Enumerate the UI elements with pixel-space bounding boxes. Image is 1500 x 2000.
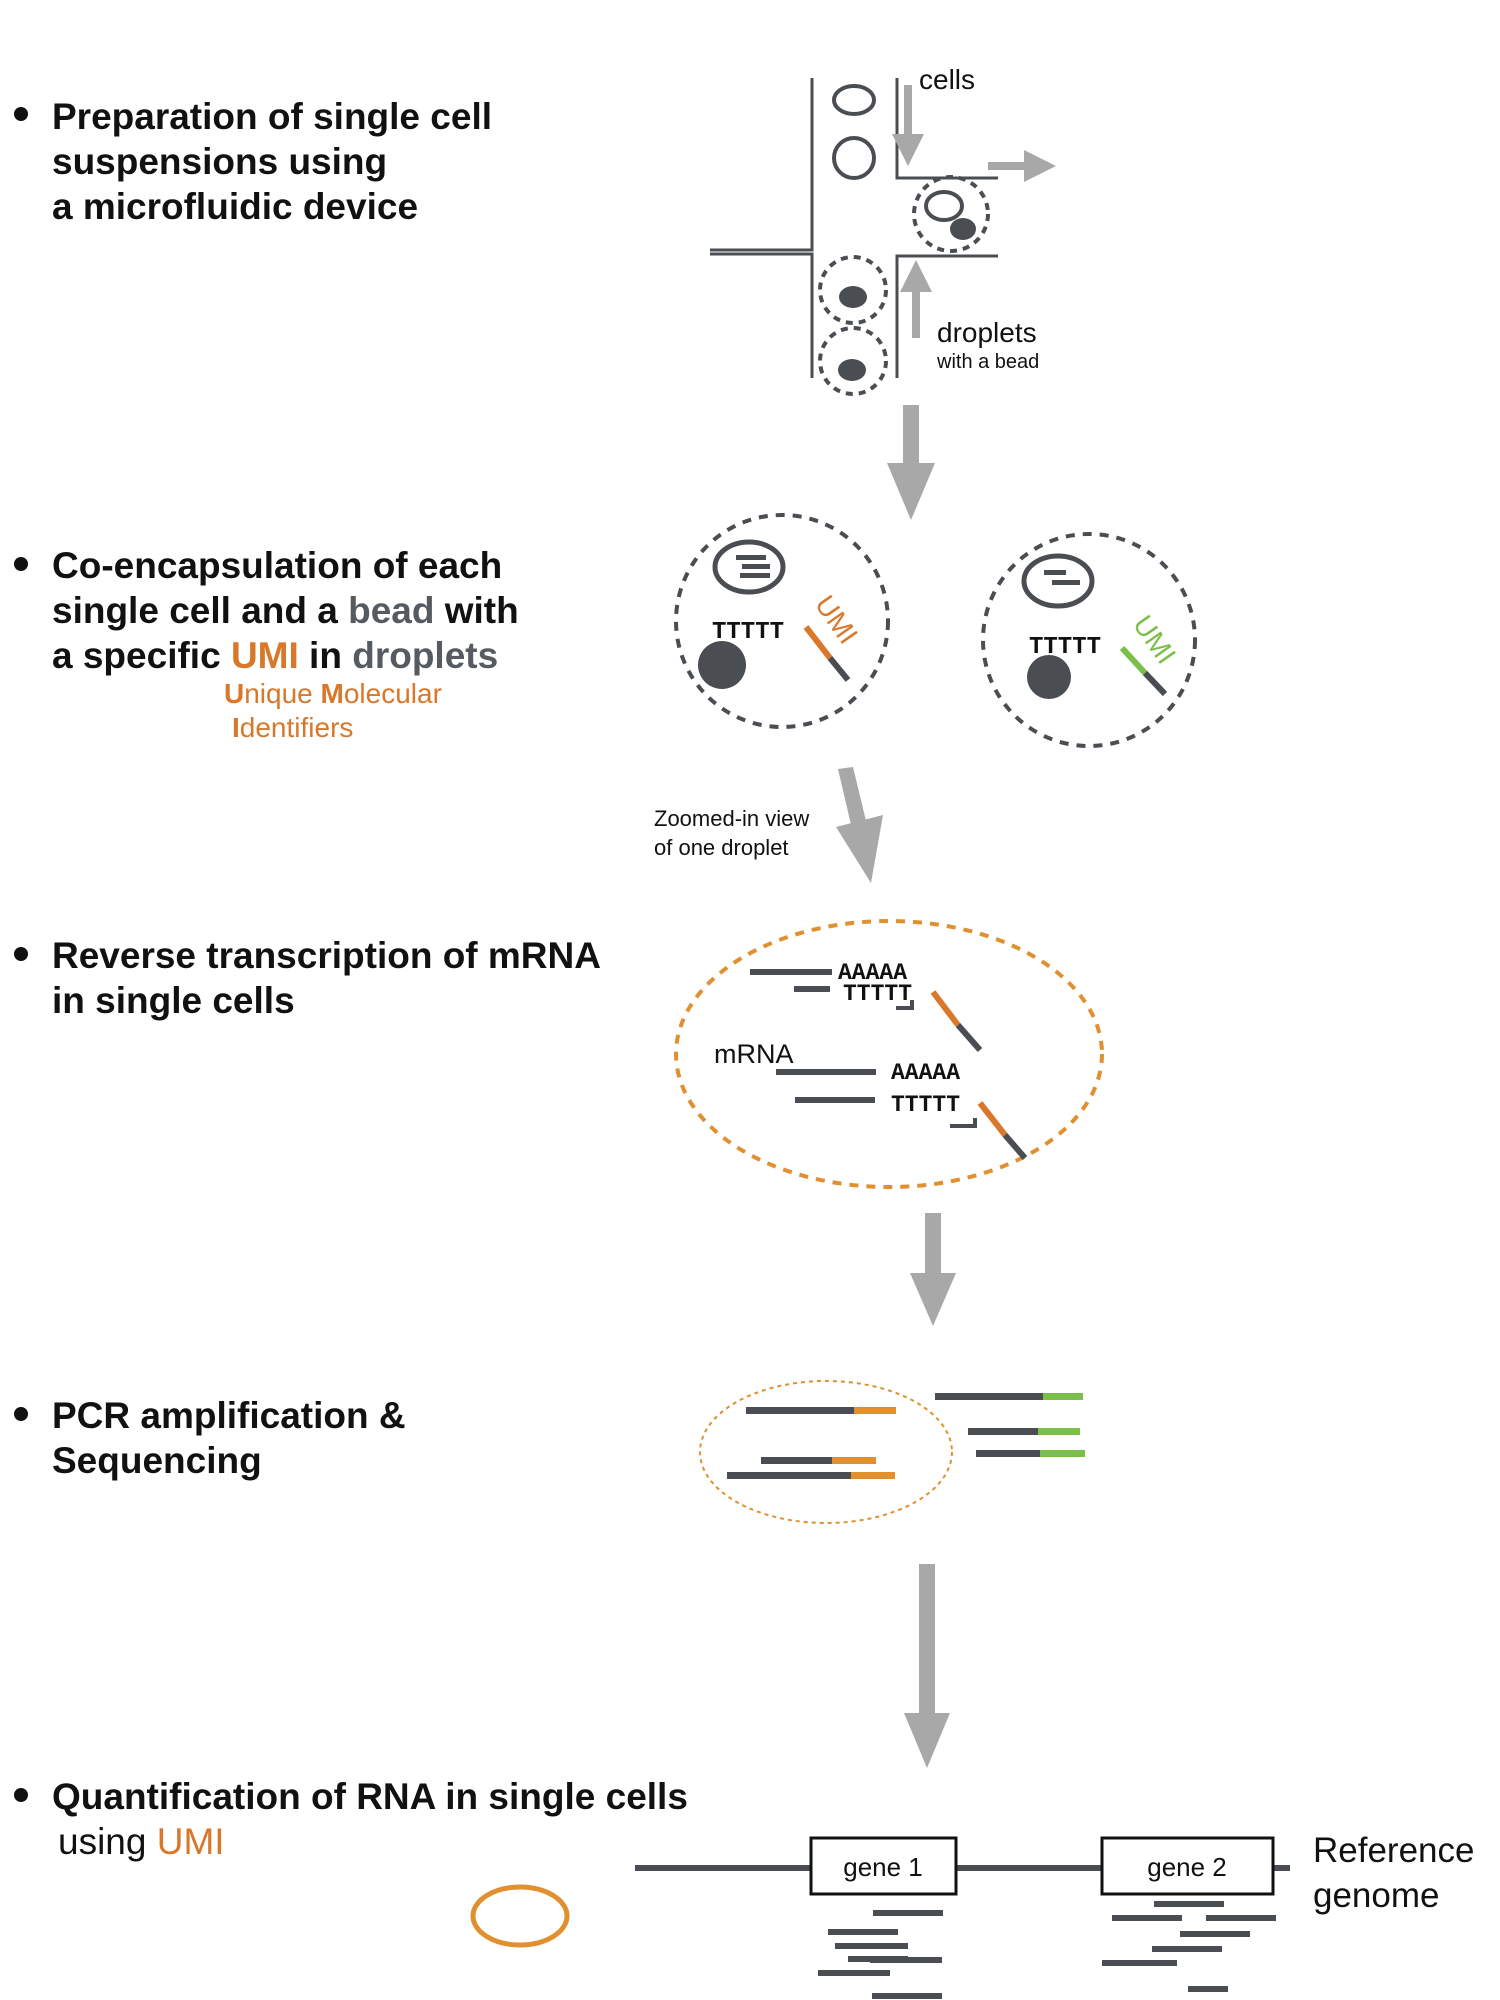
reference-genome: gene 1 gene 2 Reference genome [635, 1831, 1474, 1999]
umi-cell-marker [470, 1884, 570, 1948]
bullet [14, 107, 28, 121]
gene-2-box [1100, 1836, 1275, 1896]
step-3-text: Reverse transcription of mRNA in single … [52, 935, 601, 1021]
mrna-label: mRNA [714, 1039, 794, 1069]
step-5-text: Quantification of RNA in single cells us… [52, 1776, 688, 1862]
step-1-text: Preparation of single cell suspensions u… [52, 96, 493, 227]
bullet [14, 557, 28, 571]
flow-arrow [904, 1564, 950, 1768]
bead [1027, 655, 1071, 699]
reference-label: Reference [1313, 1831, 1474, 1870]
svg-text:TTTTT: TTTTT [1029, 634, 1101, 661]
droplet-green-umi: TTTTT UMI [981, 532, 1197, 748]
microfluidic-device: cells droplets with a bead [710, 64, 1056, 396]
bullet [14, 947, 28, 961]
bullet [14, 1407, 28, 1421]
bead [698, 641, 746, 689]
svg-text:AAAAA: AAAAA [838, 960, 907, 986]
svg-text:TTTTT: TTTTT [843, 981, 912, 1007]
bead-word: bead [348, 590, 435, 631]
cell [832, 136, 876, 180]
zoom-label-line1: Zoomed-in view [654, 806, 809, 831]
with-bead-label: with a bead [936, 351, 1039, 373]
droplet [818, 255, 888, 325]
droplet [912, 175, 990, 253]
genome-label: genome [1313, 1876, 1439, 1915]
bullet [14, 1788, 28, 1802]
pcr-products [699, 1380, 1085, 1524]
gene-2-label: gene 2 [1147, 1852, 1227, 1882]
gene-1-label: gene 1 [843, 1852, 923, 1882]
gene-1-box [809, 1836, 958, 1896]
umi-word: UMI [230, 635, 299, 676]
cell [832, 84, 876, 116]
flow-arrow [836, 767, 883, 883]
step-2-text: Co-encapsulation of each single cell and… [52, 545, 519, 676]
umi-definition: Unique Molecular Identifiers [224, 678, 442, 743]
svg-text:TTTTT: TTTTT [891, 1092, 960, 1118]
zoom-label-line2: of one droplet [654, 835, 789, 860]
cells-label: cells [919, 64, 975, 95]
svg-text:AAAAA: AAAAA [891, 1060, 960, 1086]
droplet-orange-umi: TTTTT UMI [674, 513, 890, 729]
svg-text:TTTTT: TTTTT [712, 619, 784, 646]
droplets-word: droplets [352, 635, 499, 676]
droplets-label: droplets [937, 317, 1037, 348]
flow-arrow [887, 405, 935, 520]
flow-arrow [910, 1213, 956, 1326]
step-4-text: PCR amplification & Sequencing [52, 1395, 406, 1481]
droplet [818, 326, 888, 396]
zoomed-droplet: AAAAA TTTTT mRNA AAAAA TTTTT [674, 919, 1104, 1189]
